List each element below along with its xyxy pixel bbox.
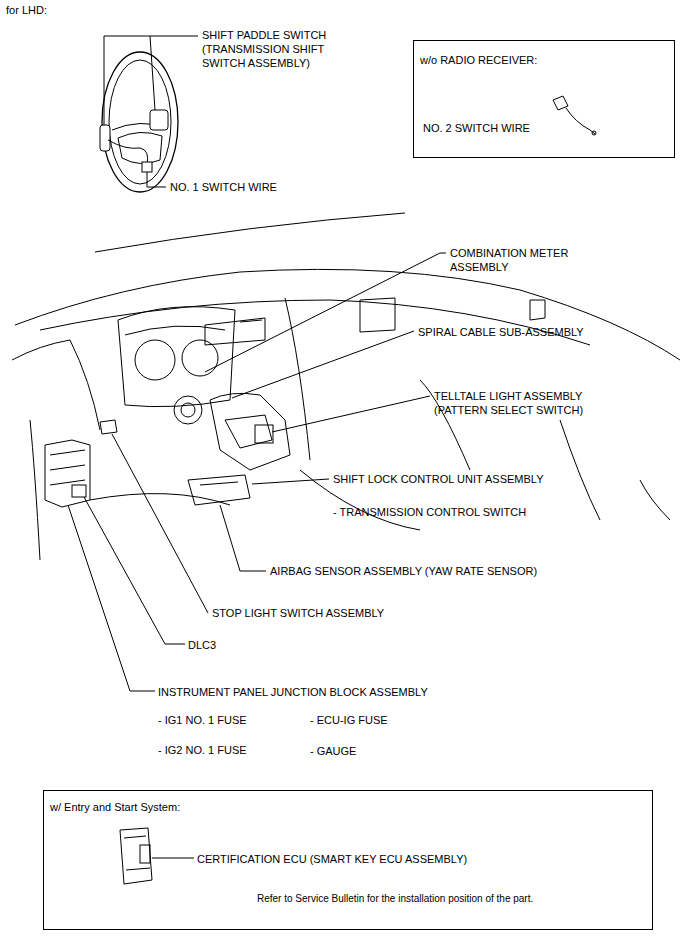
part-label: - TRANSMISSION CONTROL SWITCH: [333, 505, 526, 519]
part-label: SHIFT PADDLE SWITCH (TRANSMISSION SHIFT …: [202, 28, 342, 70]
dashboard-illustration-part: [30, 420, 40, 560]
part-label: STOP LIGHT SWITCH ASSEMBLY: [212, 606, 384, 620]
dashboard-illustration-part: [174, 396, 202, 424]
part-label: COMBINATION METER ASSEMBLY: [450, 246, 595, 274]
box-text: Refer to Service Bulletin for the instal…: [257, 892, 533, 906]
dashboard-illustration-part: [72, 485, 86, 497]
box-text: CERTIFICATION ECU (SMART KEY ECU ASSEMBL…: [197, 852, 467, 866]
dashboard-illustration-part: [560, 420, 600, 520]
box-heading: w/o RADIO RECEIVER:: [420, 53, 537, 67]
dashboard-illustration-part: [12, 340, 70, 360]
steering-wheel-part: [102, 52, 178, 192]
steering-wheel-part: [142, 162, 152, 172]
box-text: NO. 2 SWITCH WIRE: [423, 121, 530, 135]
steering-wheel-part: [109, 60, 171, 184]
dashboard-illustration-part: [188, 475, 250, 505]
dashboard-illustration-part: [95, 213, 405, 252]
diagram-title: for LHD:: [6, 3, 47, 17]
dashboard-illustration-part: [285, 298, 310, 460]
dashboard-illustration-part: [135, 340, 175, 380]
part-label: - GAUGE: [310, 744, 356, 758]
leader-line-part: [112, 434, 208, 613]
leader-line-part: [220, 505, 266, 571]
box-heading: w/ Entry and Start System:: [50, 800, 180, 814]
part-label: - IG2 NO. 1 FUSE: [158, 743, 247, 757]
part-label: SHIFT LOCK CONTROL UNIT ASSEMBLY: [333, 472, 543, 486]
part-label: DLC3: [188, 638, 216, 652]
leader-line: [104, 36, 198, 187]
dashboard-illustration-part: [70, 340, 100, 430]
note-box: w/o RADIO RECEIVER: NO. 2 SWITCH WIRE: [413, 40, 675, 158]
part-label: INSTRUMENT PANEL JUNCTION BLOCK ASSEMBLY: [158, 685, 428, 699]
dashboard-illustration-part: [210, 393, 290, 470]
ecu-icon-part: [120, 828, 152, 884]
dashboard-illustration: [12, 213, 680, 560]
ecu-icon: [120, 828, 194, 884]
steering-wheel-part: [150, 110, 168, 130]
switch-wire-icon-part: [566, 108, 595, 134]
dashboard-illustration-part: [90, 494, 230, 505]
leader-line-part: [104, 36, 155, 110]
switch-wire-icon: [553, 96, 596, 135]
part-label: NO. 1 SWITCH WIRE: [170, 180, 277, 194]
dashboard-illustration-part: [255, 425, 273, 443]
dashboard-illustration-part: [182, 340, 218, 376]
ecu-icon-part: [140, 845, 150, 863]
ecu-icon-part: [152, 858, 194, 859]
leader-line-part: [68, 505, 155, 691]
dashboard-illustration-part: [240, 320, 262, 322]
dashboard-illustration-part: [40, 300, 590, 345]
part-label: - ECU-IG FUSE: [310, 713, 388, 727]
dashboard-illustration-part: [181, 403, 195, 417]
note-box: w/ Entry and Start System: CERTIFICATION …: [43, 790, 653, 930]
steering-wheel-part: [100, 125, 110, 151]
switch-wire-icon-part: [592, 131, 596, 135]
dashboard-illustration-part: [15, 269, 680, 360]
dashboard-illustration-part: [45, 440, 90, 507]
part-label: SPIRAL CABLE SUB-ASSEMBLY: [418, 325, 584, 339]
leader-line-part: [104, 36, 198, 125]
part-label: - IG1 NO. 1 FUSE: [158, 713, 247, 727]
dashboard-illustration-part: [118, 307, 235, 407]
leader-line-part: [205, 253, 446, 372]
leader-line-part: [272, 396, 430, 432]
leader-line-part: [252, 479, 329, 484]
steering-wheel-part: [108, 140, 148, 165]
dashboard-illustration-part: [530, 300, 545, 320]
leader-line-part: [232, 331, 414, 398]
leader-line: [68, 253, 446, 691]
steering-wheel: [100, 52, 178, 192]
dashboard-illustration-part: [200, 482, 238, 485]
ecu-icon-part: [124, 836, 150, 870]
dashboard-illustration-part: [640, 480, 670, 520]
dashboard-illustration-part: [50, 450, 85, 485]
switch-wire-icon-part: [553, 96, 568, 110]
leader-line-part: [147, 172, 166, 187]
leader-line-part: [84, 497, 185, 644]
dashboard-illustration-part: [100, 420, 117, 434]
dashboard-illustration-part: [360, 298, 395, 332]
dashboard-illustration-part: [225, 415, 272, 448]
dashboard-illustration-part: [205, 318, 265, 345]
dashboard-illustration-part: [125, 326, 225, 335]
part-label: TELLTALE LIGHT ASSEMBLY (PATTERN SELECT …: [434, 389, 619, 417]
part-label: AIRBAG SENSOR ASSEMBLY (YAW RATE SENSOR): [270, 564, 537, 578]
